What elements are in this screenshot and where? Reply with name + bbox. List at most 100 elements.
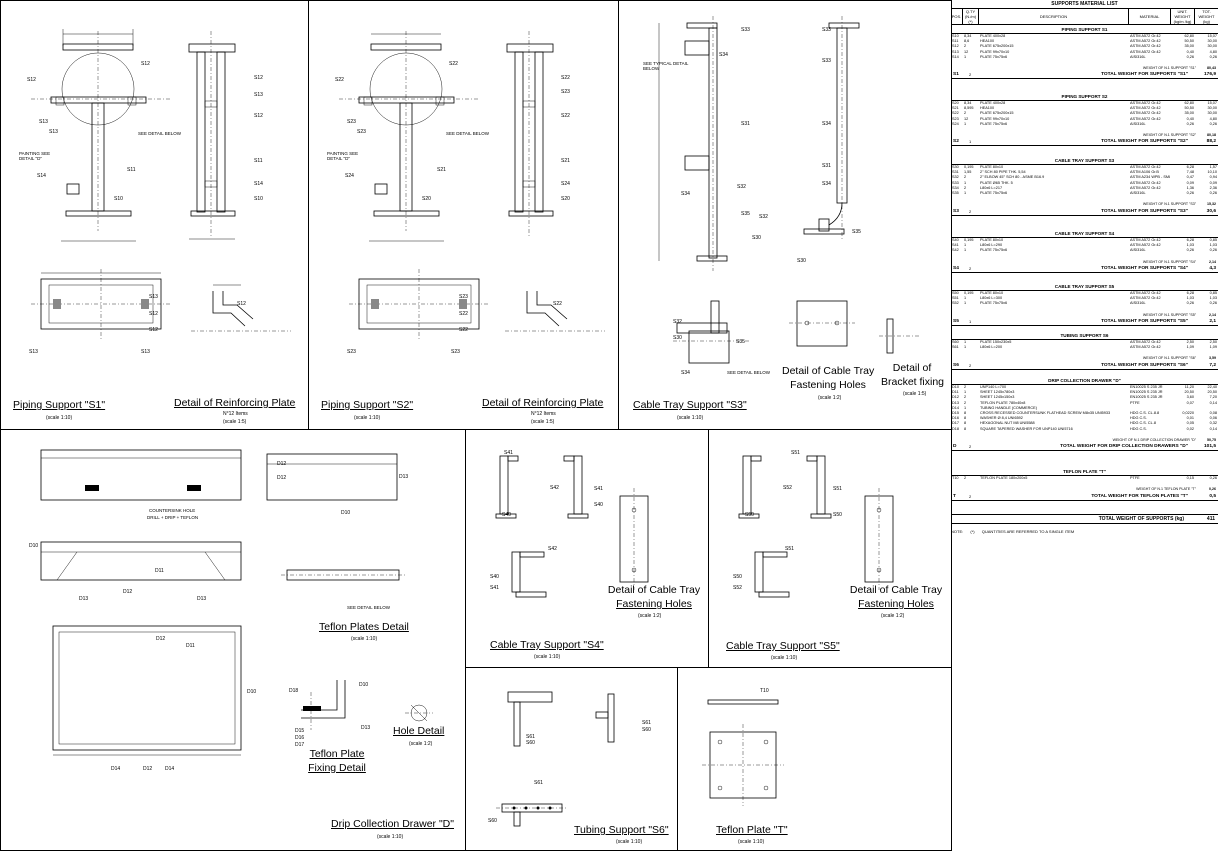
- s1-note-painting: PAINTING SEE DETAIL "D": [19, 151, 51, 161]
- s2-label-s23e: S23: [347, 349, 356, 355]
- bom-cell: PLATE 150x230x5: [980, 340, 1012, 344]
- bom-total-label: TOTAL WEIGHT FOR SUPPORTS "S2": [1101, 139, 1188, 145]
- bom-cell: 4,80: [1209, 116, 1217, 121]
- bom-cell: 1,09: [1209, 345, 1217, 350]
- bom-weight-row: WEIGHT OF N.1 DRIP COLLECTION DRAWER "D"…: [951, 438, 1218, 444]
- bom-weight-label: WEIGHT OF N.1 TEFLON PLATE "T": [1136, 487, 1196, 492]
- s3-note-typical: SEE TYPICAL DETAIL BELOW: [643, 61, 689, 71]
- bom-total-pos: S1: [953, 72, 959, 78]
- bom-cell: 0,94: [1209, 175, 1217, 180]
- bom-cell: 30,00: [1207, 106, 1217, 111]
- bom-cell: 2: [964, 185, 967, 190]
- s2-label-s23b: S23: [357, 129, 366, 135]
- s4-label-s41c: S41: [490, 585, 499, 591]
- bom-cell: ASTM A572 Gr.42: [1130, 340, 1161, 344]
- bom-cell: S12: [952, 44, 959, 49]
- s5-label-s51a: S51: [791, 450, 800, 456]
- bom-total-value: 4,3: [1209, 266, 1216, 272]
- s3-label-s30b: S30: [797, 258, 806, 264]
- bom-cell: HDG C.S.: [1130, 416, 1147, 421]
- bom-weight-label: WEIGHT OF N.1 DRIP COLLECTION DRAWER "D": [1112, 437, 1196, 442]
- bom-cell: 2: [964, 44, 967, 49]
- bom-cell: 8,6: [964, 39, 970, 44]
- bom-cell: 4,80: [1209, 49, 1217, 54]
- bom-cell: 8: [964, 410, 967, 415]
- s5-label-s52b: S52: [733, 585, 742, 591]
- bom-cell: 1,03: [1186, 243, 1194, 248]
- bom-cell: ASTM A572 Gr.42: [1130, 44, 1161, 49]
- bom-cell: 3,60: [1186, 395, 1194, 400]
- bom-cell: 0,26: [1209, 248, 1217, 253]
- bom-cell: AISI316L: [1130, 190, 1146, 195]
- d-note-countersink: COUNTERSINK HOLE: [149, 508, 196, 513]
- bom-cell: 0,195: [964, 165, 974, 169]
- bom-cell: S42: [952, 248, 959, 253]
- s4-label-s42a: S42: [550, 485, 559, 491]
- d-label-d11b: D11: [186, 643, 195, 649]
- bom-cell: 1: [964, 54, 967, 59]
- d-scale: (scale 1:10): [377, 834, 404, 840]
- s4-detail-scale: (scale 1:2): [638, 613, 662, 619]
- s3-detail1-scale: (scale 1:2): [818, 395, 842, 401]
- s3-scale: (scale 1:10): [677, 415, 704, 421]
- bom-cell: S21: [952, 106, 959, 111]
- s1-detail-title: Detail of Reinforcing Plate: [174, 397, 296, 409]
- bom-cell: CROSS RECESSED COUNTERSUNK FLATHEAD SCRE…: [980, 410, 1111, 415]
- bom-total-pos: T: [953, 493, 956, 499]
- bom-col-unit-weight: UNIT. WEIGHT (kg/m /kg): [1171, 8, 1195, 24]
- bom-cell: AISI316L: [1130, 54, 1146, 59]
- bom-cell: S14: [952, 54, 959, 59]
- s3-label-s35b: S32: [759, 214, 768, 220]
- d-note-drill: DRILL + DRIP + TEFLON: [147, 515, 199, 520]
- bom-cell: ASTM A572 Gr.42: [1130, 185, 1161, 190]
- d-teflon-scale: (scale 1:10): [351, 636, 378, 642]
- bom-weight-row: WEIGHT OF N.1 SUPPORT "S2"80,18: [951, 133, 1218, 139]
- s2-label-s24a: S24: [345, 173, 354, 179]
- bom-cell: 7,48: [1186, 170, 1194, 175]
- s3-label-s34a: S34: [719, 52, 728, 58]
- bom-cell: 35,00: [1184, 44, 1194, 49]
- bom-section-title: PIPING SUPPORT S2: [951, 93, 1218, 101]
- s1-label-s12c: S12: [254, 75, 263, 81]
- bom-cell: 50,50: [1184, 106, 1194, 111]
- s1-drawing: [31, 29, 291, 339]
- bom-cell: 8: [964, 421, 967, 426]
- bom-cell: 0,0220: [1182, 410, 1194, 415]
- bom-total-value: 0,5: [1209, 493, 1216, 499]
- bom-cell: L80x6 L=300: [980, 296, 1003, 301]
- bom-cell: ASTM A572 Gr.42: [1130, 180, 1161, 185]
- bom-cell: 1: [964, 405, 967, 410]
- d-label-d17: D17: [295, 742, 305, 748]
- bom-cell: WASHER Ø 8,4 UNI6592: [980, 416, 1023, 421]
- bom-weight-label: WEIGHT OF N.1 SUPPORT "S5": [1142, 312, 1196, 317]
- bom-cell: 6,28: [1186, 291, 1194, 295]
- bom-weight-value: 50,75: [1207, 437, 1216, 442]
- bom-total-label: TOTAL WEIGHT FOR TEFLON PLATES "T": [1091, 493, 1188, 499]
- bom-cell: ASTM A572 Gr.42: [1130, 243, 1161, 248]
- bom-cell: ASTM A572 Gr.42: [1130, 238, 1161, 242]
- bom-col-qty: Q.TY (N./m) (*): [963, 8, 979, 24]
- bom-cell: 1,57: [1209, 165, 1217, 169]
- bom-total-label: TOTAL WEIGHT FOR SUPPORTS "S5": [1101, 319, 1188, 325]
- s2-detail-scale: (scale 1:5): [531, 419, 555, 425]
- s2-label-s21a: S21: [437, 167, 446, 173]
- bom-total-label: TOTAL WEIGHT FOR SUPPORTS "S4": [1101, 266, 1188, 272]
- bom-cell: T10: [952, 476, 959, 480]
- bom-cell: ASTM A572 Gr.42: [1130, 116, 1161, 121]
- d-label-d10d: D10: [359, 682, 369, 688]
- bom-weight-value: 15,32: [1207, 202, 1216, 207]
- bom-cell: 2: [964, 400, 967, 405]
- bom-cell: 0,01: [1186, 416, 1194, 421]
- bom-cell: PLATE 75x75x6: [980, 121, 1008, 126]
- bom-cell: 0,15: [1186, 476, 1194, 480]
- bom-cell: 6,28: [1186, 165, 1194, 169]
